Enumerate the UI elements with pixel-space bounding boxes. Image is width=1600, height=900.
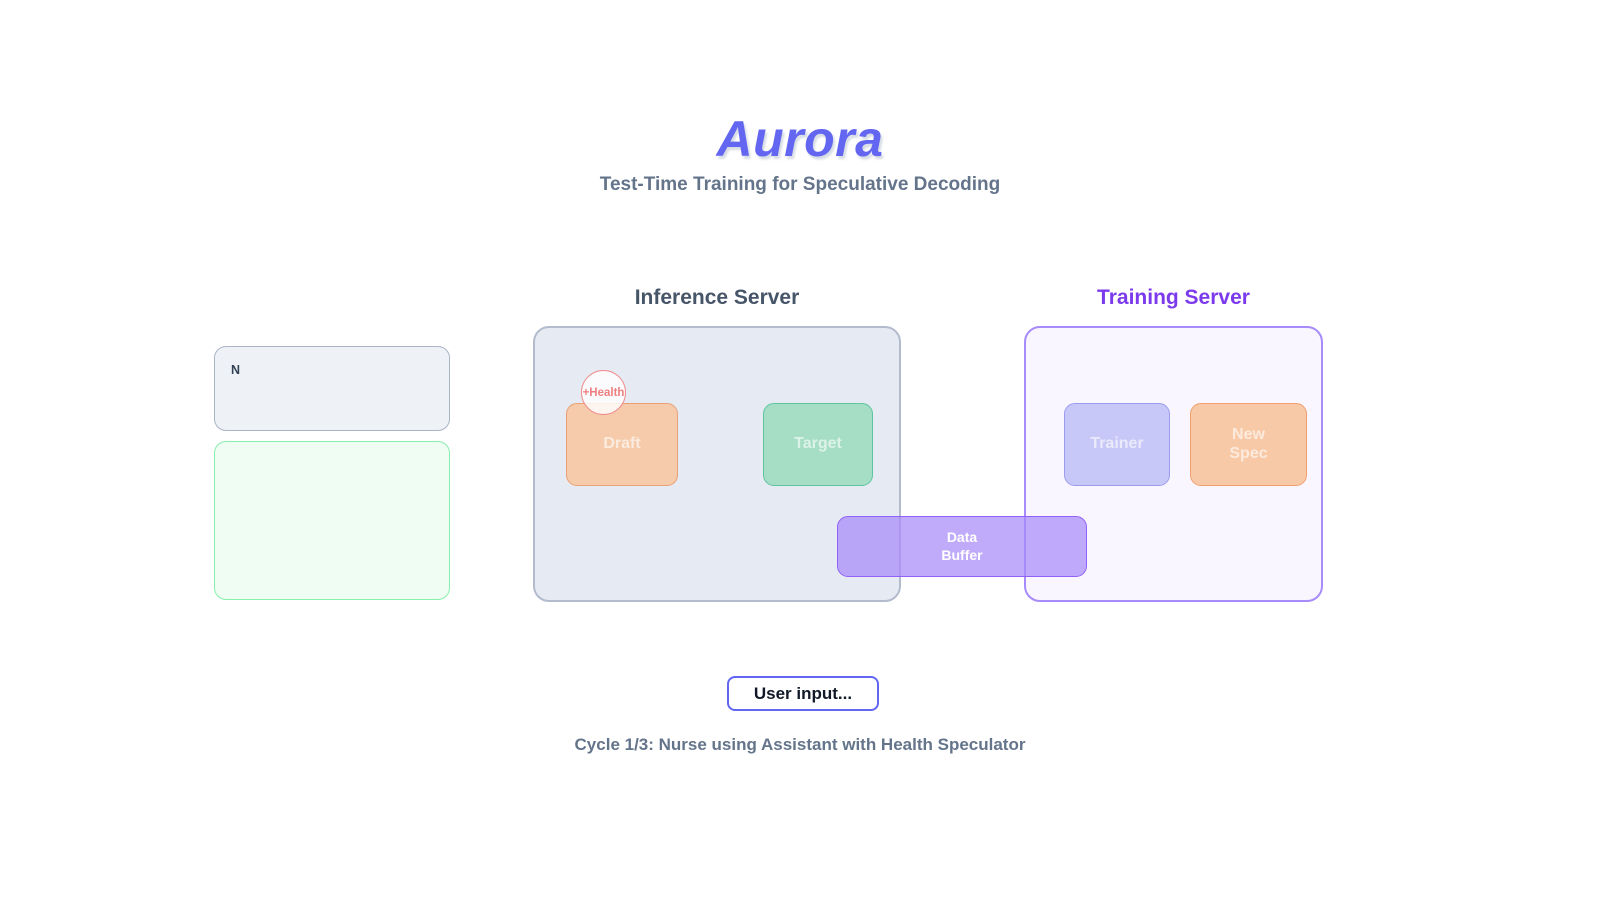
output-panel xyxy=(214,441,450,600)
app-title: Aurora xyxy=(716,111,884,167)
health-badge: +Health xyxy=(581,370,626,415)
new-spec-block[interactable]: New Spec xyxy=(1190,403,1307,486)
health-badge-label: +Health xyxy=(582,386,625,399)
trainer-block[interactable]: Trainer xyxy=(1064,403,1170,486)
target-model-block[interactable]: Target xyxy=(763,403,873,486)
draft-model-block[interactable]: Draft xyxy=(566,403,678,486)
tokens-panel: N xyxy=(214,346,450,431)
training-server-heading: Training Server xyxy=(1097,286,1250,309)
app-subtitle: Test-Time Training for Speculative Decod… xyxy=(599,174,1001,195)
user-input-pill[interactable]: User input... xyxy=(727,676,879,711)
tokens-panel-text: N xyxy=(231,363,241,377)
status-caption: Cycle 1/3: Nurse using Assistant with He… xyxy=(574,735,1026,754)
inference-server-heading: Inference Server xyxy=(634,286,800,309)
data-buffer-block[interactable]: Data Buffer xyxy=(837,516,1087,577)
